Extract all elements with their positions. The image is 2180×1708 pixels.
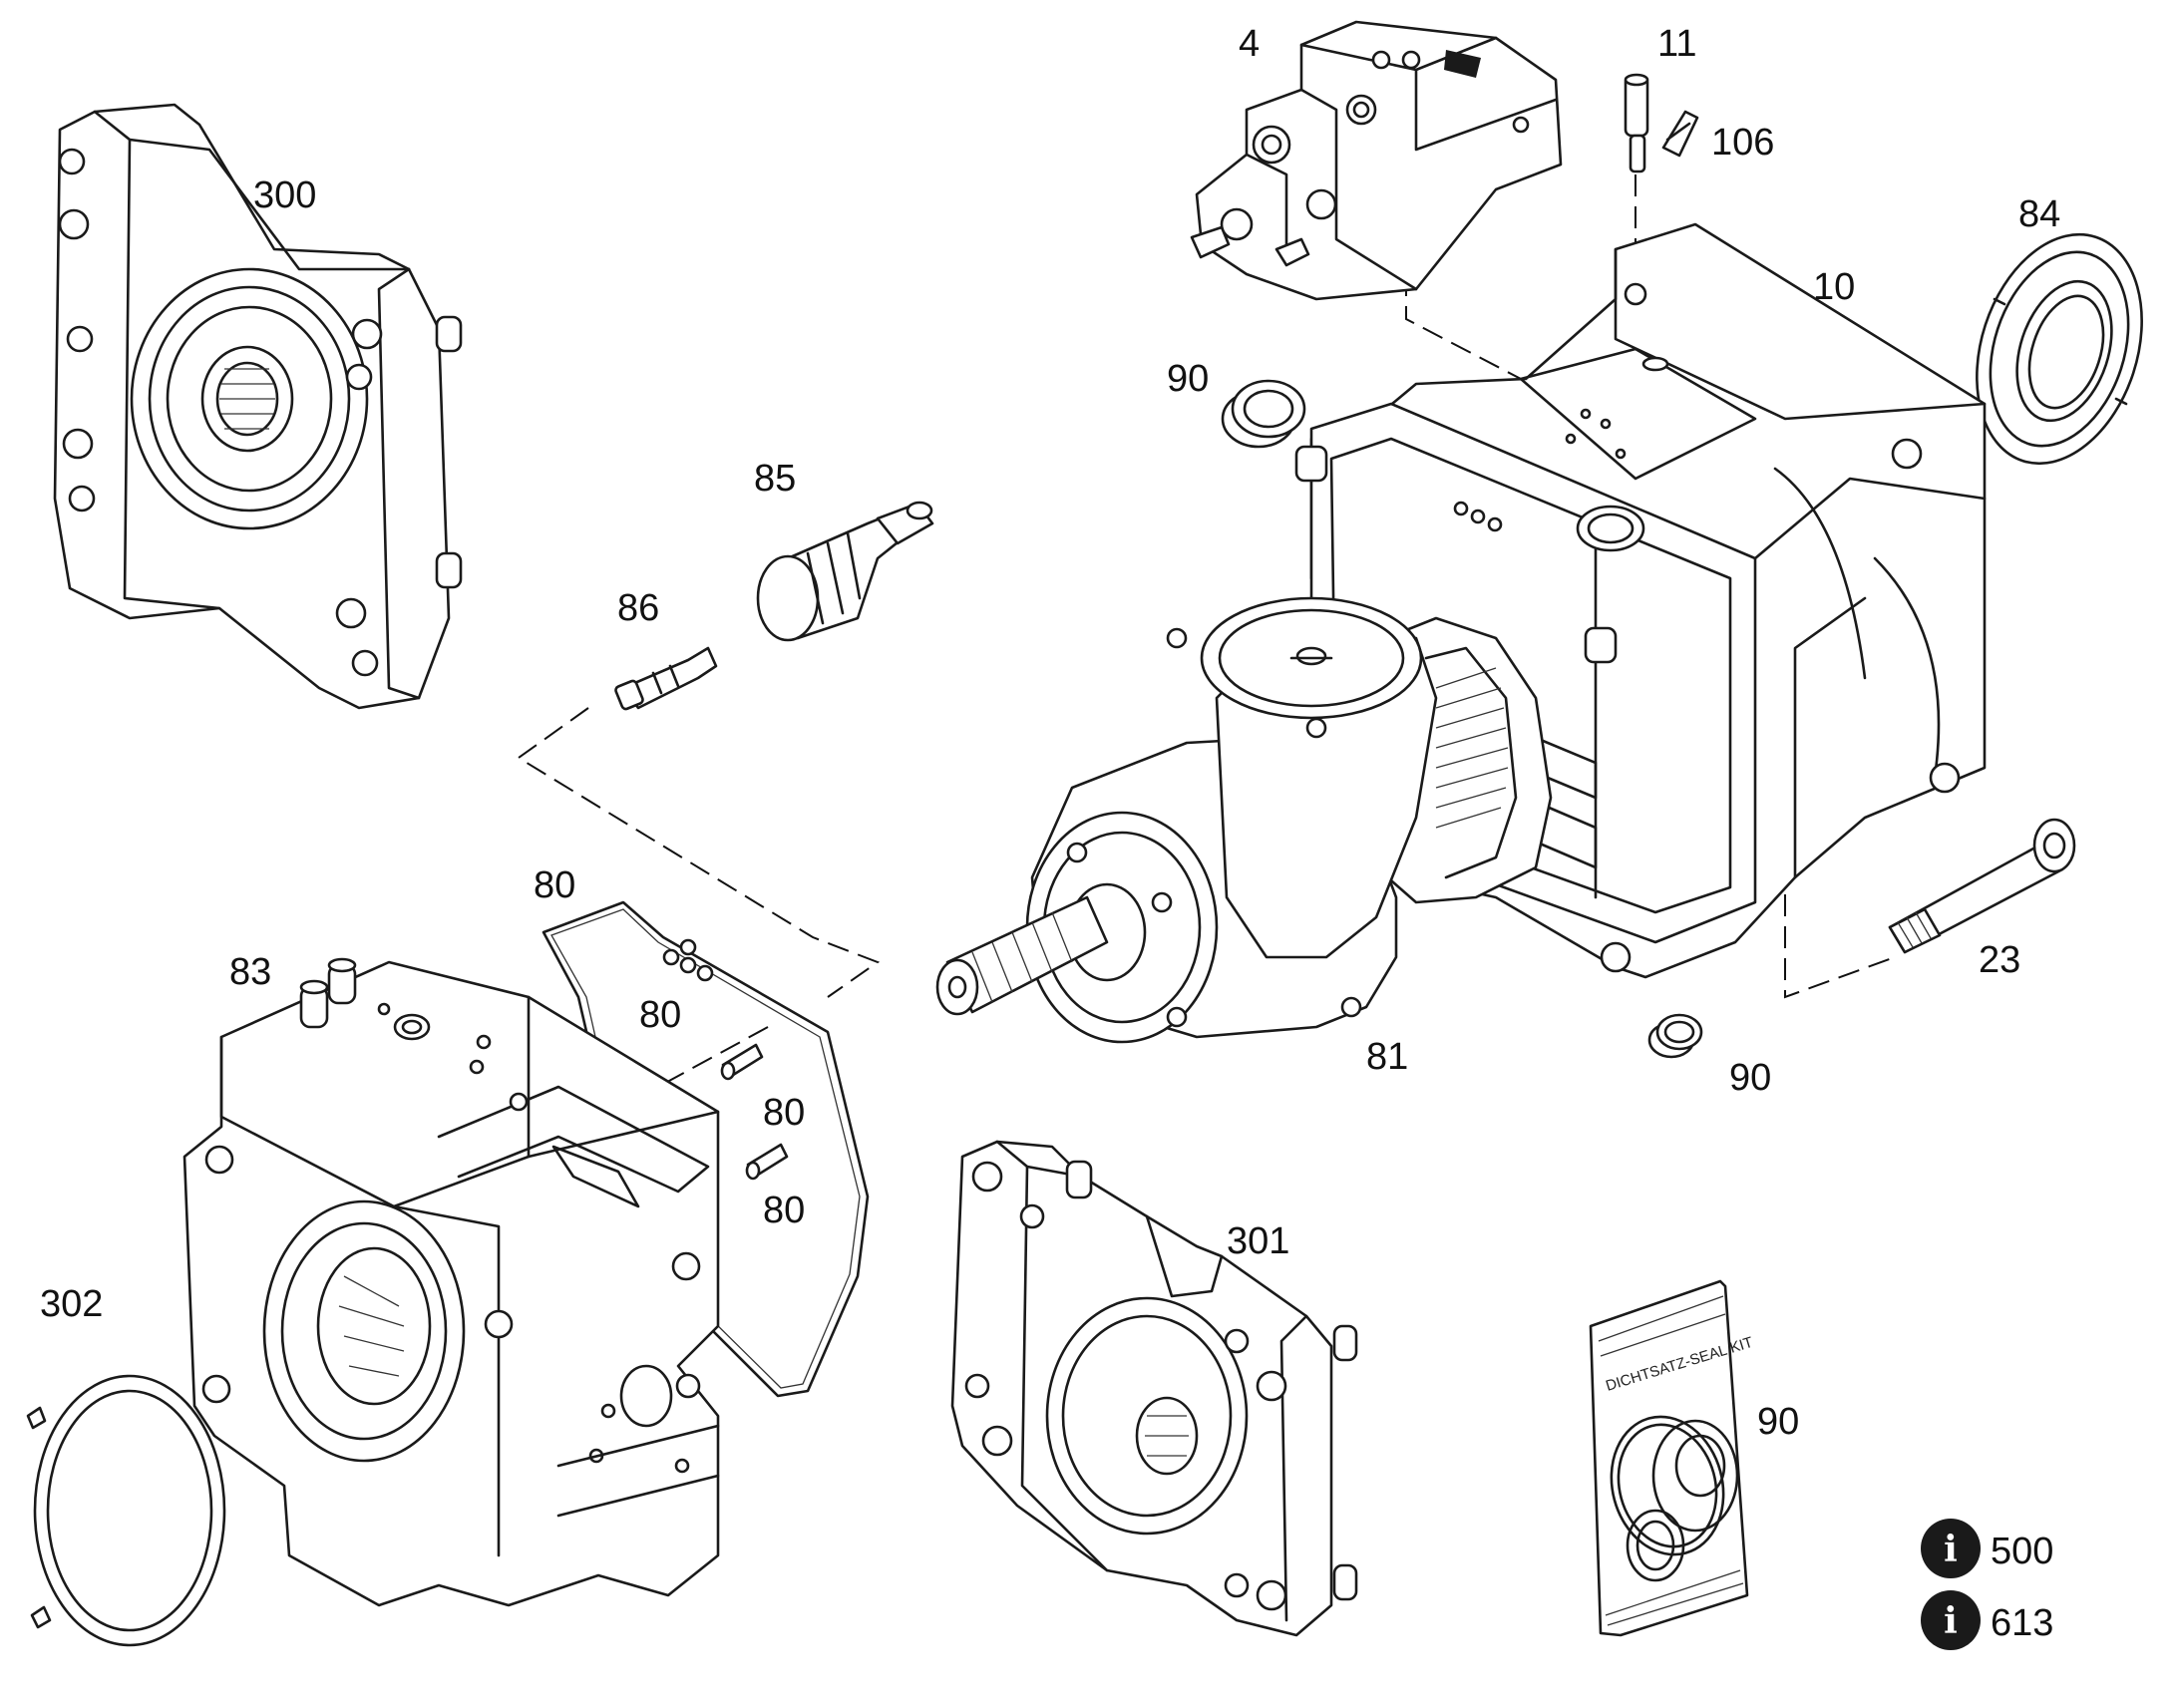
label-part-81: 81	[1366, 1036, 1408, 1078]
label-part-85: 85	[754, 458, 796, 500]
part-port-plate-housing	[182, 957, 720, 1607]
part-302-retaining-ring	[26, 1374, 226, 1647]
part-86-fitting	[614, 646, 718, 711]
part-90-seal-kit-bag: DICHTSATZ-SEAL KIT	[1589, 1279, 1755, 1637]
part-23-bolt	[1888, 818, 2076, 954]
label-part-90-top: 90	[1167, 358, 1209, 400]
part-90-plug-mid	[1647, 1013, 1703, 1059]
info-icon	[1921, 1519, 1981, 1578]
info-icon-glyph: i	[1944, 1600, 1958, 1642]
part-90-plug-top	[1221, 379, 1306, 449]
label-part-80-gasket: 80	[534, 864, 575, 906]
label-part-23: 23	[1979, 939, 2020, 981]
label-part-84: 84	[2018, 193, 2060, 235]
part-80-pins	[720, 1043, 789, 1181]
part-81-rotary-group	[935, 596, 1553, 1044]
part-106-screw	[1661, 110, 1699, 158]
part-84-shaft-seal	[1976, 232, 2143, 466]
info-reference-500: i 500	[1921, 1519, 2053, 1578]
label-part-11: 11	[1657, 23, 1696, 65]
info-icon-glyph: i	[1944, 1529, 1958, 1570]
label-part-90-mid: 90	[1729, 1057, 1771, 1099]
label-part-106: 106	[1711, 122, 1774, 164]
label-part-90-kit: 90	[1757, 1401, 1799, 1443]
label-part-80-c: 80	[763, 1190, 805, 1231]
label-part-10: 10	[1813, 266, 1855, 308]
part-4-control-valve	[1190, 20, 1563, 301]
info-reference-value: 613	[1991, 1602, 2053, 1644]
part-300-flange	[53, 103, 463, 710]
label-part-301: 301	[1227, 1220, 1289, 1262]
part-labels: 4 11 106 84 10 300 90 85 86 80 80 80 80 …	[40, 23, 2060, 1443]
label-part-300: 300	[253, 174, 316, 216]
part-85-spool	[756, 501, 934, 642]
part-11-plug	[1624, 73, 1649, 173]
label-part-86: 86	[617, 587, 659, 629]
label-part-80-a: 80	[639, 994, 681, 1036]
info-reference-value: 500	[1991, 1531, 2053, 1572]
label-part-4: 4	[1239, 23, 1260, 65]
part-301-flange	[950, 1140, 1358, 1637]
info-icon	[1921, 1590, 1981, 1650]
label-part-302: 302	[40, 1283, 103, 1325]
label-part-80-b: 80	[763, 1092, 805, 1134]
label-part-83: 83	[229, 951, 271, 993]
info-reference-613: i 613	[1921, 1590, 2053, 1650]
